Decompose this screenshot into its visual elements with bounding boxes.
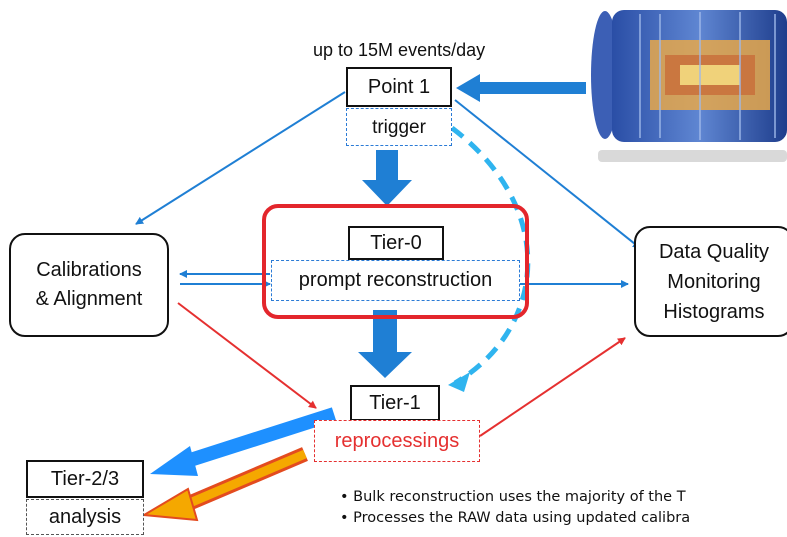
bullet-item: Bulk reconstruction uses the majority of…	[340, 487, 787, 508]
reprocessings-label: reprocessings	[314, 420, 480, 462]
bullet-list: Bulk reconstruction uses the majority of…	[340, 487, 787, 529]
tier1-node: Tier-1	[350, 385, 440, 421]
bullet-item: Processes the RAW data using updated cal…	[340, 508, 787, 529]
data-quality-node: Data Quality Monitoring Histograms	[634, 226, 787, 337]
calibrations-alignment-node: Calibrations & Alignment	[9, 233, 169, 337]
analysis-label: analysis	[26, 499, 144, 535]
point1-node: Point 1	[346, 67, 452, 107]
trigger-label: trigger	[346, 108, 452, 146]
tier0-frame	[262, 204, 529, 319]
tier0-node: Tier-0	[348, 226, 444, 260]
events-per-day-label: up to 15M events/day	[313, 40, 486, 60]
prompt-reconstruction-label: prompt reconstruction	[271, 260, 520, 301]
tier23-node: Tier-2/3	[26, 460, 144, 498]
